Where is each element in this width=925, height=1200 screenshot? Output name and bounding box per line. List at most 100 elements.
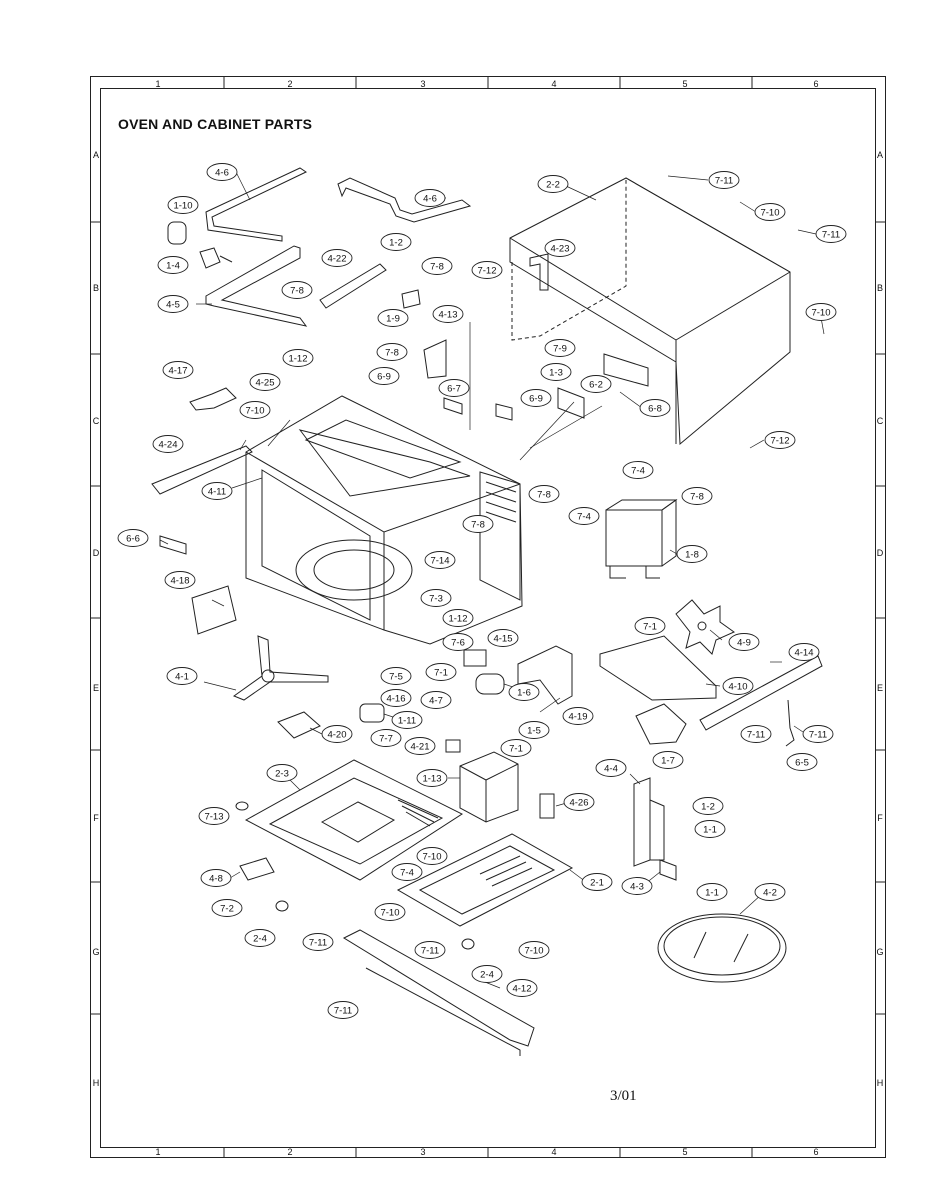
callout-label: 6-9 bbox=[377, 371, 391, 382]
callout-4-21: 4-21 bbox=[404, 737, 436, 755]
callout-7-11: 7-11 bbox=[815, 225, 847, 243]
callout-label: 1-3 bbox=[549, 367, 563, 378]
callout-label: 7-8 bbox=[690, 491, 704, 502]
outer-cabinet-2-2 bbox=[509, 177, 791, 446]
callout-bubble bbox=[487, 629, 519, 647]
callout-label: 2-4 bbox=[253, 933, 267, 944]
callout-4-25: 4-25 bbox=[249, 373, 281, 391]
grid-ticks bbox=[90, 76, 886, 1158]
callout-4-12: 4-12 bbox=[506, 979, 538, 997]
callout-label: 4-18 bbox=[170, 575, 189, 586]
callout-bubble bbox=[416, 847, 448, 865]
callout-label: 4-14 bbox=[794, 647, 813, 658]
callout-bubble bbox=[391, 711, 423, 729]
grid-row-right: E bbox=[876, 683, 883, 693]
grid-row-left: G bbox=[92, 947, 100, 957]
callout-4-6: 4-6 bbox=[206, 163, 238, 181]
callout-label: 7-11 bbox=[809, 729, 827, 740]
callout-label: 7-10 bbox=[245, 405, 264, 416]
grid-col-bottom: 2 bbox=[287, 1147, 293, 1157]
callout-7-8: 7-8 bbox=[681, 487, 713, 505]
grid-row-right: C bbox=[876, 416, 884, 426]
bracket-4-6-left bbox=[205, 167, 308, 242]
callout-label: 4-19 bbox=[568, 711, 587, 722]
callout-label: 4-6 bbox=[215, 167, 229, 178]
callout-bubble bbox=[391, 863, 423, 881]
callout-label: 6-9 bbox=[529, 393, 543, 404]
callout-label: 7-1 bbox=[509, 743, 523, 754]
callout-label: 7-4 bbox=[631, 465, 645, 476]
callout-bubble bbox=[580, 375, 612, 393]
callout-2-4: 2-4 bbox=[244, 929, 276, 947]
callout-bubble bbox=[421, 257, 453, 275]
callout-4-8: 4-8 bbox=[200, 869, 232, 887]
callout-label: 1-13 bbox=[422, 773, 441, 784]
callout-6-8: 6-8 bbox=[639, 399, 671, 417]
callout-label: 4-3 bbox=[630, 881, 644, 892]
fan-blade-4-9 bbox=[675, 599, 736, 655]
callout-bubble bbox=[708, 171, 740, 189]
callout-6-2: 6-2 bbox=[580, 375, 612, 393]
callout-bubble bbox=[164, 571, 196, 589]
callout-bubble bbox=[282, 349, 314, 367]
callout-label: 7-12 bbox=[477, 265, 496, 276]
callout-7-6: 7-6 bbox=[442, 633, 474, 651]
base-plate-2-1 bbox=[396, 833, 574, 927]
switch-holder-1-9 bbox=[401, 289, 447, 379]
callout-label: 1-11 bbox=[398, 715, 416, 726]
grid-col-top: 1 bbox=[155, 79, 161, 89]
oven-cavity bbox=[245, 395, 523, 645]
callout-4-13: 4-13 bbox=[432, 305, 464, 323]
callout-2-3: 2-3 bbox=[266, 764, 298, 782]
callout-4-18: 4-18 bbox=[164, 571, 196, 589]
callout-label: 4-21 bbox=[410, 741, 429, 752]
callout-7-10: 7-10 bbox=[805, 303, 837, 321]
callout-7-11: 7-11 bbox=[302, 933, 334, 951]
grid-row-right: F bbox=[877, 813, 883, 823]
callout-bubble bbox=[198, 807, 230, 825]
callout-label: 6-5 bbox=[795, 757, 809, 768]
callout-bubble bbox=[414, 941, 446, 959]
latch-4-17 bbox=[189, 387, 237, 411]
callout-bubble bbox=[376, 343, 408, 361]
callout-4-22: 4-22 bbox=[321, 249, 353, 267]
grid-row-right: D bbox=[876, 548, 884, 558]
callout-label: 1-2 bbox=[701, 801, 715, 812]
grid-col-bottom: 4 bbox=[551, 1147, 557, 1157]
grid-row-left: E bbox=[92, 683, 99, 693]
base-plate-2-3 bbox=[244, 759, 464, 881]
callout-label: 7-6 bbox=[451, 637, 465, 648]
callout-bubble bbox=[754, 883, 786, 901]
callout-7-4: 7-4 bbox=[622, 461, 654, 479]
callout-bubble bbox=[424, 551, 456, 569]
callout-bubble bbox=[266, 764, 298, 782]
callout-2-2: 2-2 bbox=[537, 175, 569, 193]
callout-7-11: 7-11 bbox=[414, 941, 446, 959]
callout-bubble bbox=[162, 361, 194, 379]
glass-tray-4-2 bbox=[657, 913, 787, 983]
callout-bubble bbox=[462, 515, 494, 533]
callout-7-10: 7-10 bbox=[239, 401, 271, 419]
grid-row-left: D bbox=[92, 548, 100, 558]
feet-2-4 bbox=[275, 900, 475, 950]
grid-col-bottom: 6 bbox=[813, 1147, 819, 1157]
grid-col-top: 2 bbox=[287, 79, 293, 89]
callout-label: 7-7 bbox=[379, 733, 393, 744]
callout-label: 7-2 bbox=[220, 903, 234, 914]
bracket-4-5 bbox=[205, 245, 308, 327]
callout-7-1: 7-1 bbox=[425, 663, 457, 681]
callout-1-4: 1-4 bbox=[157, 256, 189, 274]
callout-bubble bbox=[420, 691, 452, 709]
callout-label: 7-10 bbox=[380, 907, 399, 918]
callout-bubble bbox=[321, 249, 353, 267]
callout-bubble bbox=[634, 617, 666, 635]
callout-1-5: 1-5 bbox=[518, 721, 550, 739]
callout-label: 7-4 bbox=[400, 867, 414, 878]
callout-bubble bbox=[249, 373, 281, 391]
door-latch-4-4 bbox=[633, 777, 677, 881]
callout-bubble bbox=[754, 203, 786, 221]
callout-7-8: 7-8 bbox=[528, 485, 560, 503]
callout-label: 7-14 bbox=[430, 555, 449, 566]
callout-7-11: 7-11 bbox=[708, 171, 740, 189]
